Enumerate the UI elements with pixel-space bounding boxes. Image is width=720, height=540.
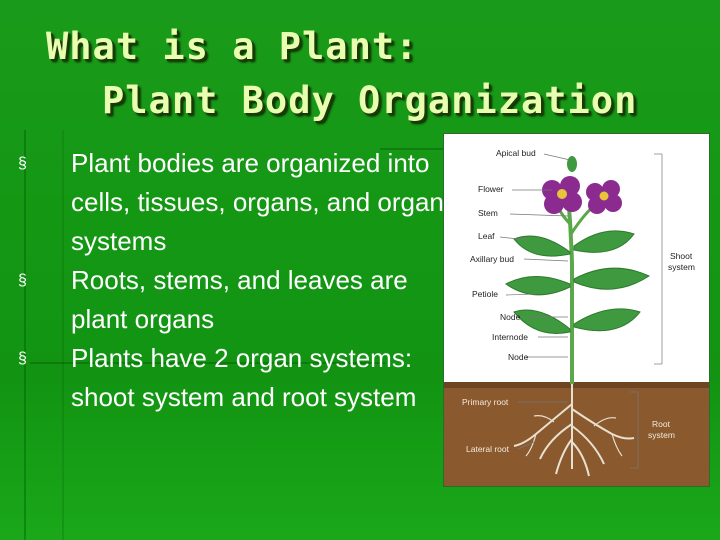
title-line-1: What is a Plant: [46, 25, 419, 68]
label-axillary-bud: Axillary bud [470, 254, 514, 264]
decor-horizontal-line [30, 362, 385, 364]
label-root-system: Root [652, 419, 671, 429]
label-root-system-2: system [648, 430, 675, 440]
decor-vertical-line-2 [62, 130, 64, 540]
bullet-item: § Plants have 2 organ systems: shoot sys… [18, 339, 448, 417]
bullet-item: § Plant bodies are organized into cells,… [18, 144, 448, 261]
leader-lines [499, 153, 663, 469]
soil [444, 382, 709, 486]
bullet-list: § Plant bodies are organized into cells,… [18, 144, 448, 417]
label-primary-root: Primary root [462, 397, 509, 407]
bullet-item: § Roots, stems, and leaves are plant org… [18, 261, 448, 339]
decor-horizontal-line-top [380, 148, 460, 150]
plant-diagram-svg: Apical bud Flower Stem Leaf Axillary bud… [444, 148, 709, 486]
title-line-2: Plant Body Organization [102, 79, 638, 122]
bullet-marker: § [18, 155, 27, 172]
label-apical-bud: Apical bud [496, 148, 536, 158]
label-shoot-system-2: system [668, 262, 695, 272]
label-shoot-system: Shoot [670, 251, 693, 261]
label-petiole: Petiole [472, 289, 498, 299]
bullet-marker: § [18, 272, 27, 289]
label-stem: Stem [478, 208, 498, 218]
roots [513, 384, 635, 477]
label-lateral-root: Lateral root [466, 444, 510, 454]
bullet-text: Plants have 2 organ systems: shoot syste… [71, 343, 417, 412]
decor-vertical-line [24, 130, 26, 540]
flowers [542, 156, 622, 214]
label-flower: Flower [478, 184, 504, 194]
label-node-lower: Node [508, 352, 529, 362]
soil-surface [444, 382, 709, 388]
label-internode: Internode [492, 332, 528, 342]
label-leaf: Leaf [478, 231, 495, 241]
bullet-text: Roots, stems, and leaves are plant organ… [71, 265, 408, 334]
bullet-marker: § [18, 350, 27, 367]
bullet-text: Plant bodies are organized into cells, t… [71, 148, 444, 256]
label-node-upper: Node [500, 312, 521, 322]
leaves [505, 230, 651, 334]
plant-diagram: Apical bud Flower Stem Leaf Axillary bud… [443, 133, 710, 487]
